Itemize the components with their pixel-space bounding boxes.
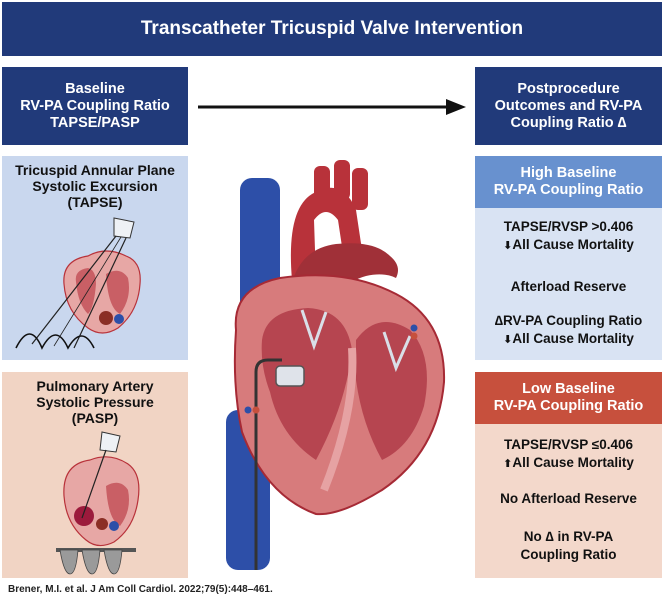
high-delta-mortality-line: ⬇All Cause Mortality [475, 330, 662, 349]
high-baseline-panel: TAPSE/RVSP >0.406 ⬇All Cause Mortality A… [475, 208, 662, 360]
up-arrow-icon: ⬆ [503, 458, 513, 470]
high-ratio-threshold: TAPSE/RVSP >0.406 [503, 219, 634, 234]
pasp-panel: Pulmonary Artery Systolic Pressure (PASP… [2, 372, 188, 578]
high-mortality-line: ⬇All Cause Mortality [475, 236, 662, 255]
page-title: Transcatheter Tricuspid Valve Interventi… [2, 2, 662, 56]
down-arrow-icon: ⬇ [503, 240, 513, 252]
high-coupling-delta: ∆RV-PA Coupling Ratio [494, 313, 643, 328]
low-baseline-panel: TAPSE/RVSP ≤0.406 ⬆All Cause Mortality N… [475, 424, 662, 578]
low-mortality-line: ⬆All Cause Mortality [475, 454, 662, 473]
pasp-panel-title: Pulmonary Artery Systolic Pressure (PASP… [36, 378, 154, 426]
high-mortality-text: All Cause Mortality [512, 237, 634, 252]
tapse-echo-illustration [15, 217, 141, 350]
baseline-box: Baseline RV-PA Coupling Ratio TAPSE/PASP [2, 67, 188, 145]
low-baseline-header: Low Baseline RV-PA Coupling Ratio [475, 372, 662, 424]
high-afterload-reserve: Afterload Reserve [510, 279, 627, 294]
heart-illustration [226, 160, 446, 570]
tapse-panel: Tricuspid Annular Plane Systolic Excursi… [2, 156, 188, 360]
down-arrow-icon: ⬇ [503, 334, 513, 346]
high-baseline-header: High Baseline RV-PA Coupling Ratio [475, 156, 662, 208]
low-afterload-reserve: No Afterload Reserve [500, 491, 637, 506]
high-delta-mortality-text: All Cause Mortality [512, 331, 634, 346]
outcomes-box: Postprocedure Outcomes and RV-PA Couplin… [475, 67, 662, 145]
low-coupling-ratio: Coupling Ratio [520, 547, 617, 562]
low-ratio-threshold: TAPSE/RVSP ≤0.406 [504, 437, 633, 452]
citation: Brener, M.I. et al. J Am Coll Cardiol. 2… [8, 584, 273, 595]
low-mortality-text: All Cause Mortality [512, 455, 634, 470]
pasp-echo-illustration [56, 431, 140, 575]
tapse-panel-title: Tricuspid Annular Plane Systolic Excursi… [15, 162, 175, 210]
right-arrow-icon [198, 99, 466, 115]
low-coupling-delta: No ∆ in RV-PA [523, 529, 614, 544]
